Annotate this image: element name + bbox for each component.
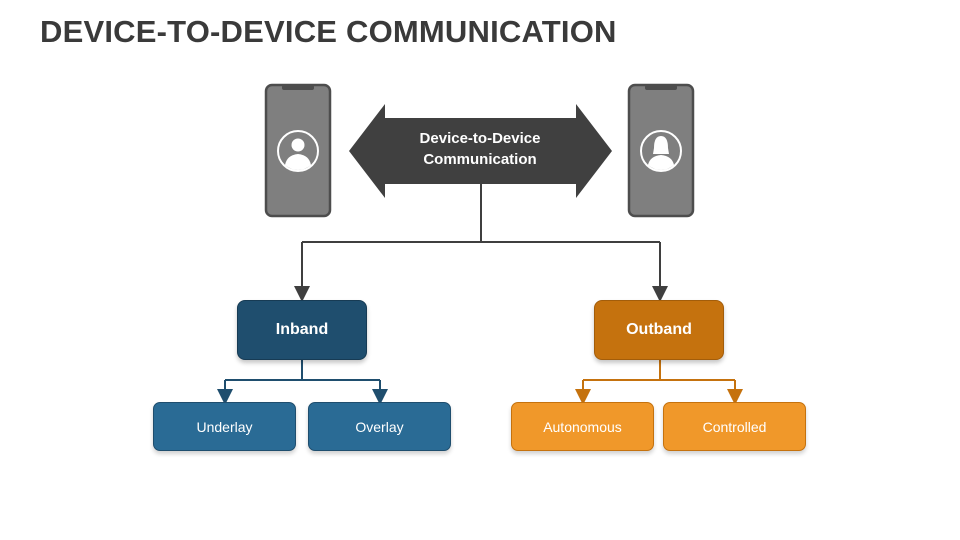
hub-label: Device-to-Device Communication — [400, 128, 560, 170]
hub-label-line-1: Device-to-Device — [419, 130, 541, 147]
controlled-label: Controlled — [702, 418, 767, 435]
female-user-icon — [640, 130, 682, 172]
underlay-node: Underlay — [153, 402, 296, 451]
inband-connector — [217, 360, 388, 405]
outband-connector — [575, 360, 743, 405]
outband-node: Outband — [594, 300, 724, 360]
outband-label: Outband — [626, 321, 692, 338]
right-phone — [627, 83, 695, 218]
hub-connector — [294, 184, 668, 302]
male-user-icon — [277, 130, 319, 172]
inband-node: Inband — [237, 300, 367, 360]
overlay-label: Overlay — [355, 418, 404, 435]
autonomous-node: Autonomous — [511, 402, 654, 451]
inband-label: Inband — [275, 321, 329, 338]
autonomous-label: Autonomous — [543, 418, 622, 435]
double-arrow-shape — [349, 104, 612, 198]
page-title: DEVICE-TO-DEVICE COMMUNICATION — [40, 14, 617, 49]
left-phone — [264, 83, 332, 218]
hub-label-line-2: Communication — [423, 151, 537, 168]
controlled-node: Controlled — [663, 402, 806, 451]
underlay-label: Underlay — [196, 418, 253, 435]
overlay-node: Overlay — [308, 402, 451, 451]
